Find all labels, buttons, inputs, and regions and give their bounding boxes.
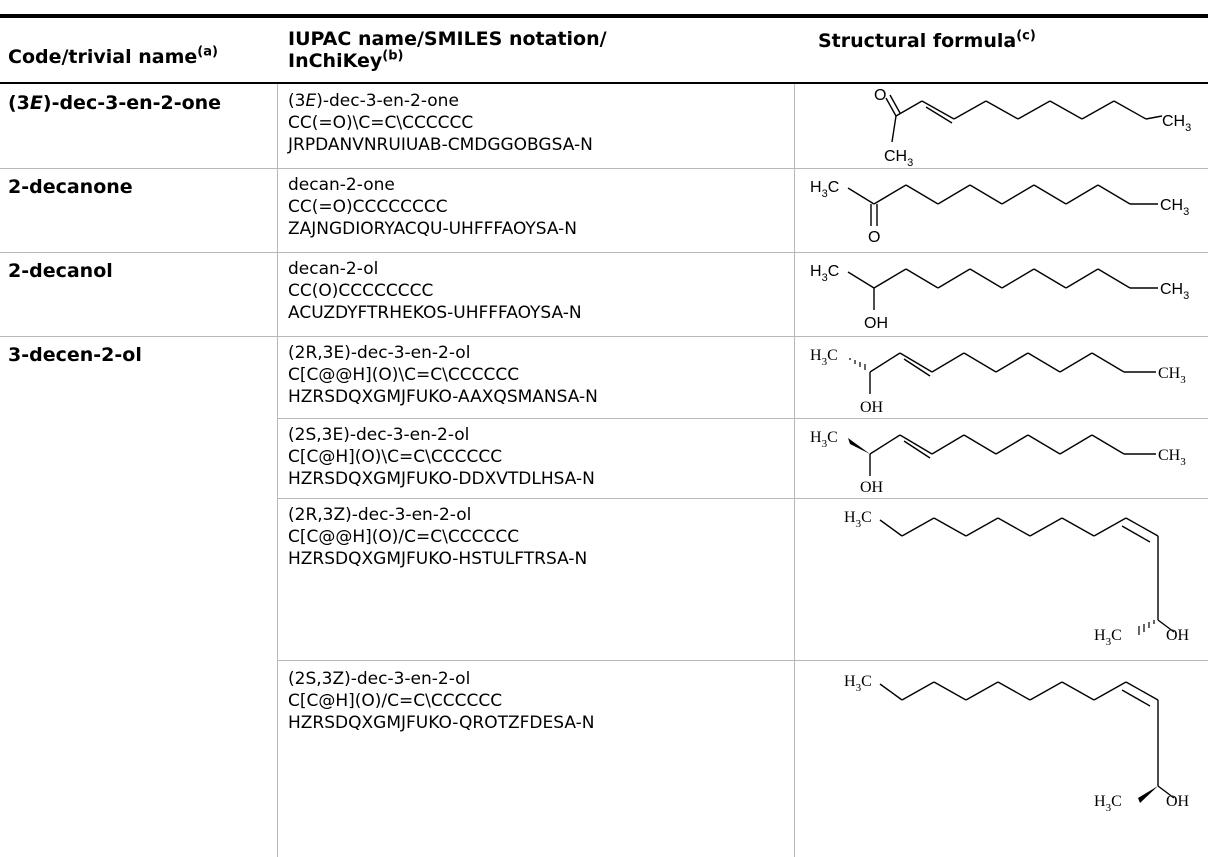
svg-text:OH: OH xyxy=(1166,627,1190,644)
table-row-names: decan-2-one CC(=O)CCCCCCCC ZAJNGDIORYACQ… xyxy=(288,175,577,239)
svg-text:O: O xyxy=(874,87,886,104)
svg-text:OH: OH xyxy=(860,479,884,496)
svg-text:OH: OH xyxy=(860,399,884,416)
structure-2s-3z-dec-3-en-2-ol: H3C H3C OH xyxy=(804,664,1194,828)
svg-text:H3C: H3C xyxy=(1094,793,1122,814)
header-rule xyxy=(0,82,1208,84)
header-iupac-smiles-inchikey: IUPAC name/SMILES notation/ InChiKey(b) xyxy=(288,28,607,72)
svg-text:CH3: CH3 xyxy=(1158,447,1186,468)
svg-text:CH3: CH3 xyxy=(1160,197,1189,218)
header-code-trivial-name: Code/trivial name(a) xyxy=(8,44,218,68)
svg-text:H3C: H3C xyxy=(844,509,872,530)
table-row-names: (2R,3E)-dec-3-en-2-ol C[C@@H](O)\C=C\CCC… xyxy=(288,343,598,407)
structure-2r-3e-dec-3-en-2-ol: H3C CH3 OH xyxy=(804,338,1194,422)
row-separator xyxy=(0,336,1208,337)
table-row-code: 2-decanone xyxy=(8,176,133,198)
row-separator xyxy=(277,660,1208,661)
svg-text:H3C: H3C xyxy=(844,673,872,694)
svg-text:H3C: H3C xyxy=(810,429,838,450)
svg-text:OH: OH xyxy=(864,315,888,332)
structure-2s-3e-dec-3-en-2-ol: H3C CH3 OH xyxy=(804,420,1194,502)
row-separator xyxy=(0,168,1208,169)
svg-text:CH3: CH3 xyxy=(1160,281,1189,302)
svg-text:CH3: CH3 xyxy=(884,148,913,168)
table-row-names: (2S,3Z)-dec-3-en-2-ol C[C@H](O)/C=C\CCCC… xyxy=(288,669,595,733)
column-separator xyxy=(277,84,278,336)
svg-text:OH: OH xyxy=(1166,793,1190,810)
svg-text:CH3: CH3 xyxy=(1158,365,1186,386)
svg-text:H3C: H3C xyxy=(1094,627,1122,648)
structure-3e-dec-3-en-2-one: O CH3 CH3 xyxy=(804,86,1194,172)
table-row-names: (3E)-dec-3-en-2-one CC(=O)\C=C\CCCCCC JR… xyxy=(288,91,593,155)
table-row-code: 2-decanol xyxy=(8,260,113,282)
header-structural-formula: Structural formula(c) xyxy=(818,28,1036,52)
table-row-names: decan-2-ol CC(O)CCCCCCCC ACUZDYFTRHEKOS-… xyxy=(288,259,582,323)
table-top-rule xyxy=(0,14,1208,18)
structure-2r-3z-dec-3-en-2-ol: H3C H3C OH xyxy=(804,500,1194,662)
column-separator xyxy=(277,337,278,857)
svg-text:H3C: H3C xyxy=(810,263,839,284)
svg-text:O: O xyxy=(868,229,880,246)
table-row-code: 3-decen-2-ol xyxy=(8,344,142,366)
column-separator xyxy=(794,84,795,857)
row-separator xyxy=(277,498,1208,499)
table-row-names: (2S,3E)-dec-3-en-2-ol C[C@H](O)\C=C\CCCC… xyxy=(288,425,595,489)
row-separator xyxy=(277,418,1208,419)
svg-text:H3C: H3C xyxy=(810,347,838,368)
structure-2-decanol: H3C CH3 OH xyxy=(804,254,1194,340)
row-separator xyxy=(0,252,1208,253)
svg-text:H3C: H3C xyxy=(810,179,839,200)
structure-2-decanone: H3C CH3 O xyxy=(804,170,1194,256)
table-row-code: (3E)-dec-3-en-2-one xyxy=(8,92,222,114)
table-row-names: (2R,3Z)-dec-3-en-2-ol C[C@@H](O)/C=C\CCC… xyxy=(288,505,588,569)
svg-text:CH3: CH3 xyxy=(1162,113,1191,134)
